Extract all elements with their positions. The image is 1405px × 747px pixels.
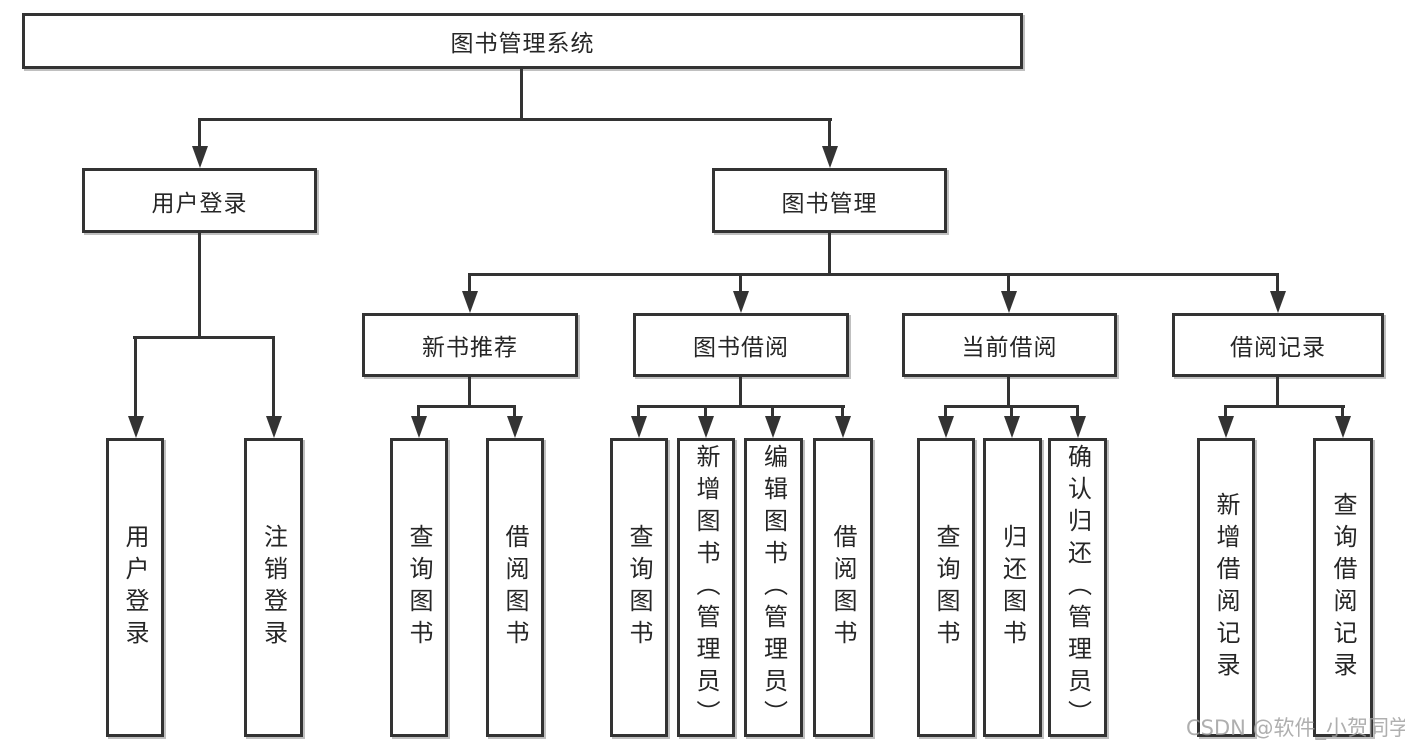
connector-line bbox=[1276, 377, 1279, 408]
connector-arrow bbox=[1341, 405, 1344, 416]
connector-line bbox=[198, 118, 832, 121]
node-new-book-recommend: 新书推荐 bbox=[362, 313, 578, 377]
connector-arrow bbox=[1076, 405, 1079, 416]
leaf-borrow-books-2: 借阅图书 bbox=[813, 438, 873, 737]
connector-arrow bbox=[468, 273, 471, 291]
connector-line bbox=[1224, 405, 1345, 408]
connector-arrow bbox=[1276, 273, 1279, 291]
connector-arrow bbox=[272, 336, 275, 416]
connector-arrow bbox=[739, 273, 742, 291]
connector-arrow bbox=[704, 405, 707, 416]
leaf-query-books-current: 查询图书 bbox=[917, 438, 975, 737]
connector-line bbox=[417, 405, 516, 408]
connector-line bbox=[520, 69, 523, 121]
connector-line bbox=[637, 405, 845, 408]
node-book-borrow: 图书借阅 bbox=[633, 313, 849, 377]
connector-line bbox=[133, 336, 275, 339]
leaf-add-book-admin: 新增图书（管理员） bbox=[677, 438, 735, 737]
connector-line bbox=[198, 233, 201, 339]
connector-arrow bbox=[841, 405, 844, 416]
connector-arrow bbox=[134, 336, 137, 416]
leaf-return-book: 归还图书 bbox=[983, 438, 1042, 737]
connector-line bbox=[1007, 377, 1010, 408]
connector-arrow bbox=[1007, 273, 1010, 291]
leaf-borrow-books-recommend: 借阅图书 bbox=[486, 438, 544, 737]
node-borrow-records: 借阅记录 bbox=[1172, 313, 1384, 377]
connector-arrow bbox=[1010, 405, 1013, 416]
node-current-borrow: 当前借阅 bbox=[902, 313, 1117, 377]
connector-arrow bbox=[417, 405, 420, 416]
connector-line bbox=[739, 377, 742, 408]
leaf-edit-book-admin: 编辑图书（管理员） bbox=[744, 438, 803, 737]
leaf-query-borrow-record: 查询借阅记录 bbox=[1313, 438, 1373, 737]
node-user-login: 用户登录 bbox=[82, 168, 317, 233]
connector-arrow bbox=[828, 118, 831, 146]
connector-arrow bbox=[513, 405, 516, 416]
connector-arrow bbox=[771, 405, 774, 416]
connector-arrow bbox=[1224, 405, 1227, 416]
leaf-add-borrow-record: 新增借阅记录 bbox=[1197, 438, 1255, 737]
node-book-management: 图书管理 bbox=[712, 168, 947, 233]
connector-arrow bbox=[637, 405, 640, 416]
leaf-logout: 注销登录 bbox=[244, 438, 303, 737]
leaf-user-login: 用户登录 bbox=[106, 438, 164, 737]
connector-arrow bbox=[198, 118, 201, 146]
connector-line bbox=[468, 377, 471, 408]
csdn-watermark: CSDN @软件_小贺同学 bbox=[1186, 716, 1405, 740]
connector-arrow bbox=[944, 405, 947, 416]
leaf-query-books-borrow: 查询图书 bbox=[610, 438, 668, 737]
leaf-query-books-recommend: 查询图书 bbox=[390, 438, 448, 737]
connector-line bbox=[468, 273, 1279, 276]
connector-line bbox=[828, 233, 831, 276]
leaf-confirm-return-admin: 确认归还（管理员） bbox=[1048, 438, 1107, 737]
node-root: 图书管理系统 bbox=[22, 13, 1023, 69]
